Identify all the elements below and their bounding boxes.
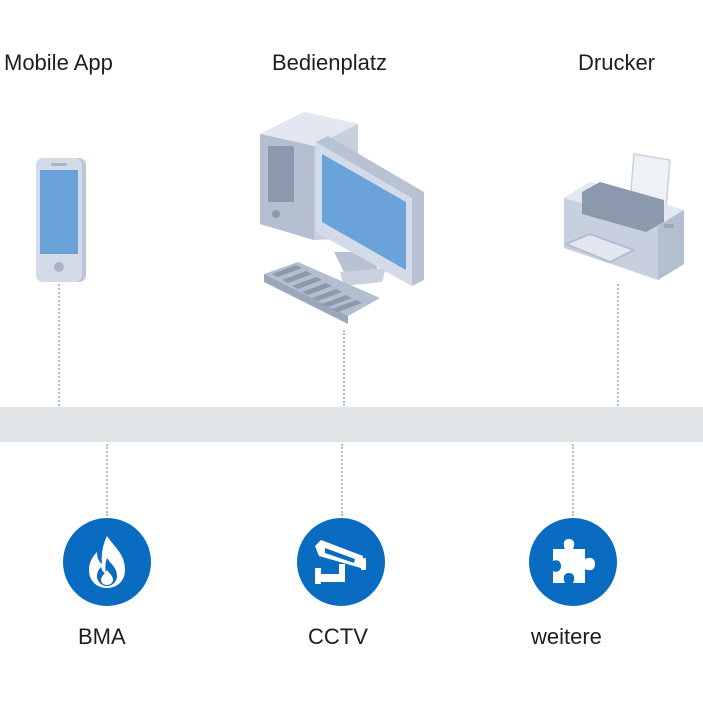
puzzle-piece-icon [553, 539, 595, 583]
label-weitere: weitere [531, 624, 602, 649]
label-drucker: Drucker [578, 50, 656, 75]
bma-circle [63, 518, 151, 606]
connector-drucker [617, 284, 619, 406]
security-camera-icon [315, 540, 366, 584]
label-cctv: CCTV [308, 624, 368, 649]
weitere-circle [529, 518, 617, 606]
label-mobile-app: Mobile App [4, 50, 113, 75]
connector-cctv [341, 444, 343, 516]
desktop-computer-icon [260, 112, 424, 324]
connector-weitere [572, 444, 574, 516]
cctv-circle [297, 518, 385, 606]
connector-mobile-app [58, 284, 60, 406]
connector-bma [106, 444, 108, 516]
network-bus [0, 407, 703, 442]
smartphone-icon [36, 158, 86, 282]
label-bedienplatz: Bedienplatz [272, 50, 387, 75]
printer-icon [563, 153, 684, 280]
label-bma: BMA [78, 624, 126, 649]
connector-bedienplatz [343, 330, 345, 406]
fire-icon [89, 536, 125, 588]
